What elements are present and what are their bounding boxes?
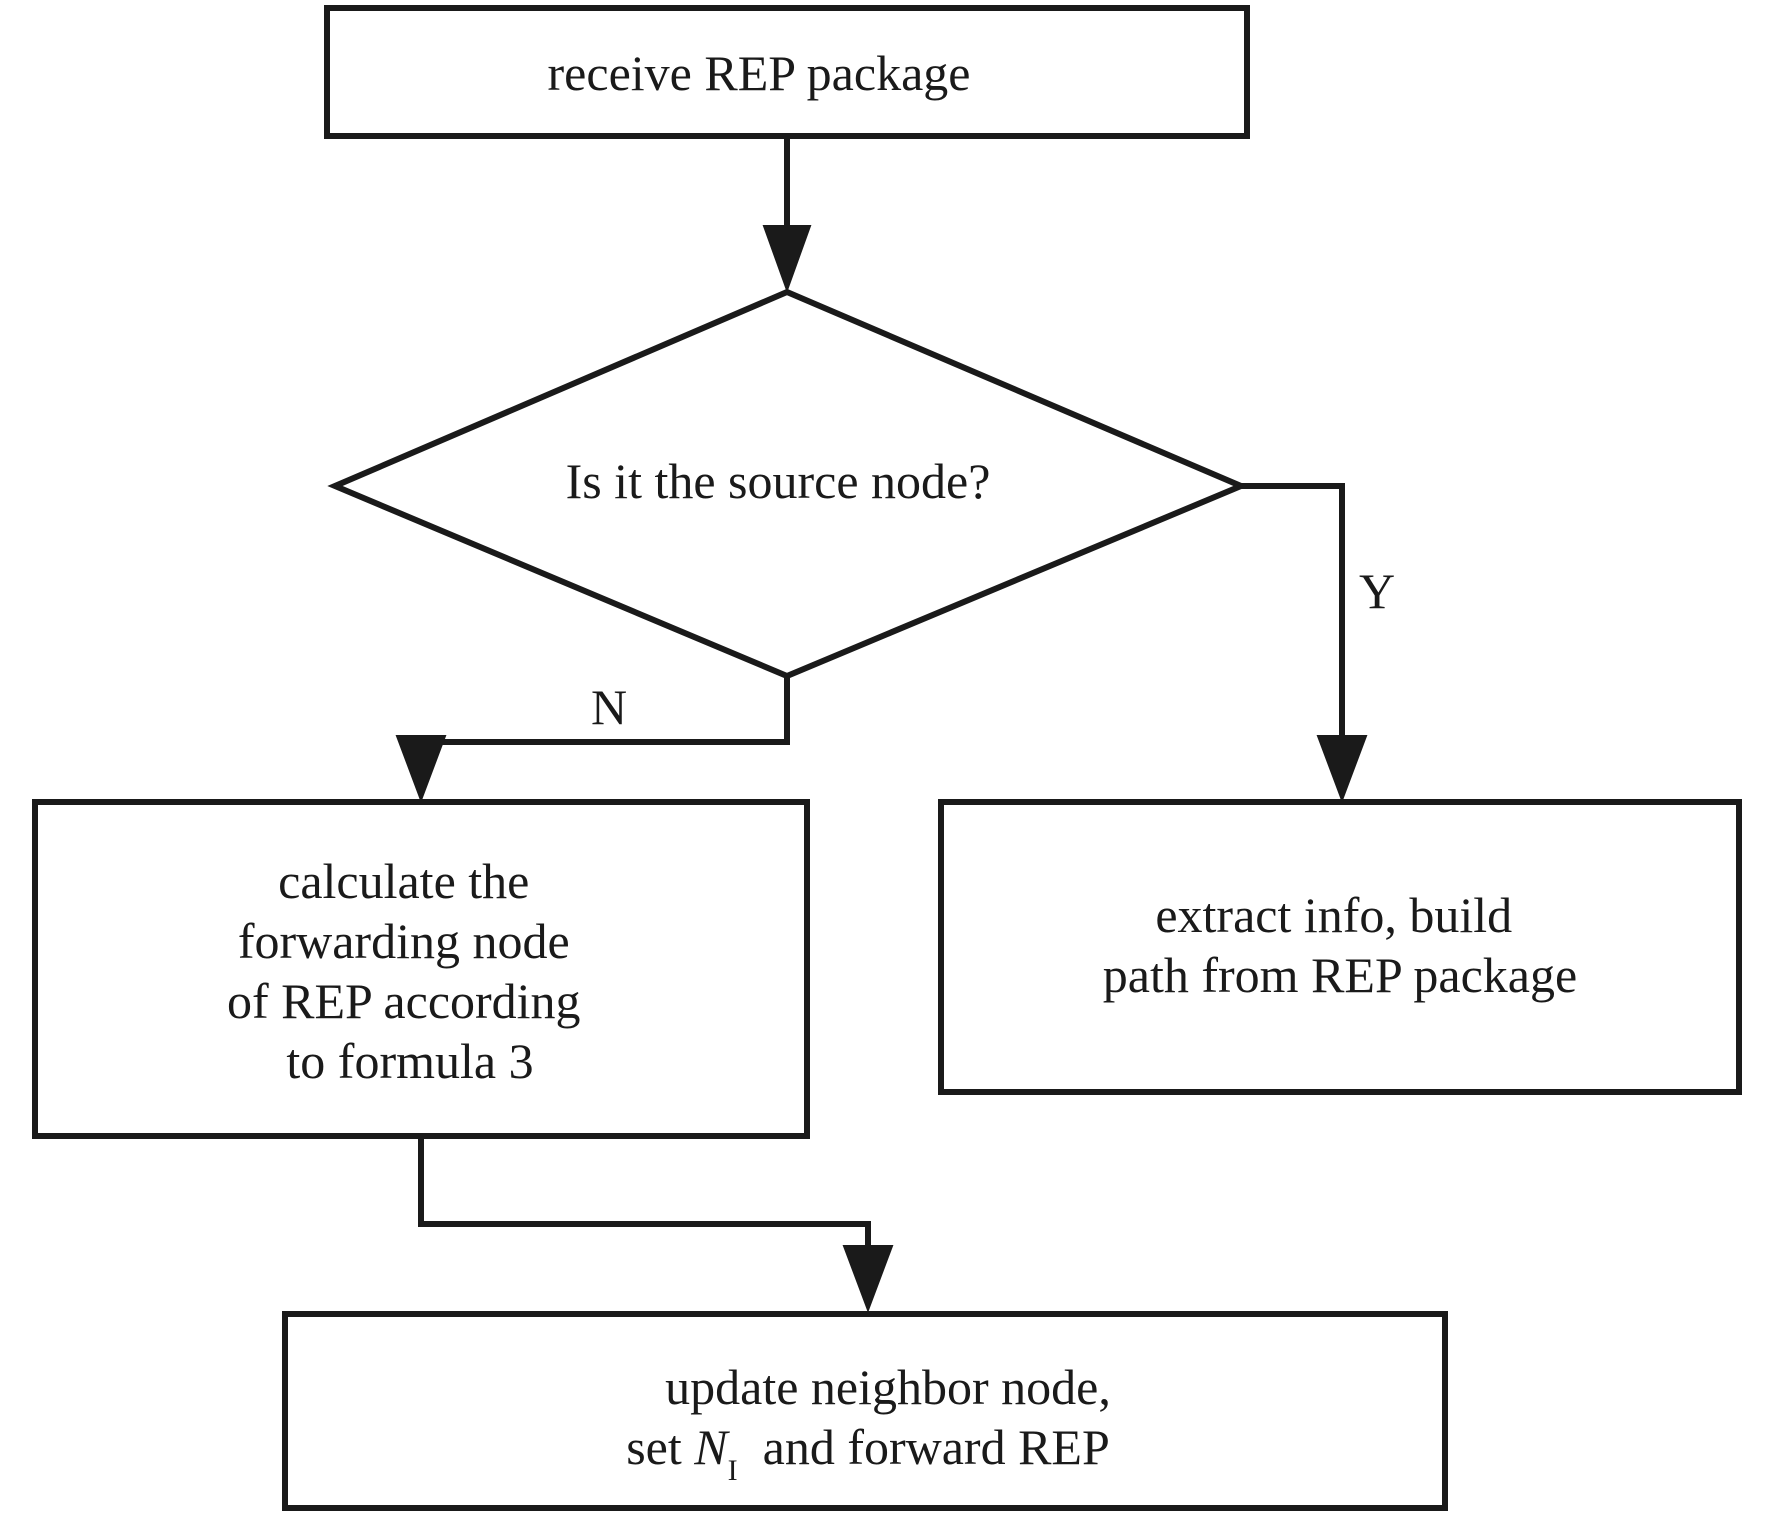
edge-yes-label: Y (1359, 563, 1395, 619)
edge-decision-no: N (395, 676, 790, 803)
math-variable-n: N (693, 1419, 730, 1475)
node-decision-label: Is it the source node? (566, 453, 991, 509)
node-update-box (282, 1311, 1448, 1511)
edge-decision-yes-line (1241, 483, 1345, 742)
node-extract-line-1: extract info, build (1155, 887, 1512, 943)
node-extract-line-2: path from REP package (1103, 947, 1577, 1003)
node-update-line-2-prefix: set (626, 1419, 694, 1475)
node-update-line-2-suffix: and forward REP (738, 1419, 1110, 1475)
edge-decision-yes: Y (1241, 483, 1395, 803)
arrowhead-down-icon (762, 225, 812, 293)
node-calculate-forwarding: calculate the forwarding node of REP acc… (32, 799, 810, 1139)
node-receive-box (324, 5, 1250, 139)
node-receive-rep-package: receive REP package (324, 5, 1250, 139)
arrowhead-down-icon (842, 1245, 894, 1313)
edge-calculate-to-update-line (418, 1136, 871, 1252)
node-calculate-line-2: forwarding node (238, 913, 570, 969)
edge-no-label: N (591, 679, 627, 735)
arrowhead-down-icon (395, 735, 447, 803)
node-decision-source-node: Is it the source node? (327, 288, 1249, 680)
node-receive-label: receive REP package (548, 45, 971, 101)
node-extract-info: extract info, build path from REP packag… (938, 799, 1742, 1095)
node-calculate-label: calculate the forwarding node of REP acc… (227, 853, 593, 1089)
node-calculate-line-1: calculate the (278, 853, 529, 909)
math-subscript-i: I (728, 1454, 738, 1487)
node-extract-box (938, 799, 1742, 1095)
node-update-neighbor: update neighbor node, set NI and forward… (282, 1311, 1448, 1511)
edge-calculate-to-update (418, 1136, 894, 1313)
node-calculate-line-3: of REP according (227, 973, 581, 1029)
node-calculate-line-4: to formula 3 (286, 1033, 533, 1089)
arrowhead-down-icon (1316, 735, 1368, 803)
node-update-line-2: set NI and forward REP (626, 1419, 1110, 1487)
node-update-line-1: update neighbor node, (665, 1359, 1111, 1415)
node-extract-label: extract info, build path from REP packag… (1103, 887, 1577, 1003)
edge-receive-to-decision (762, 136, 812, 293)
